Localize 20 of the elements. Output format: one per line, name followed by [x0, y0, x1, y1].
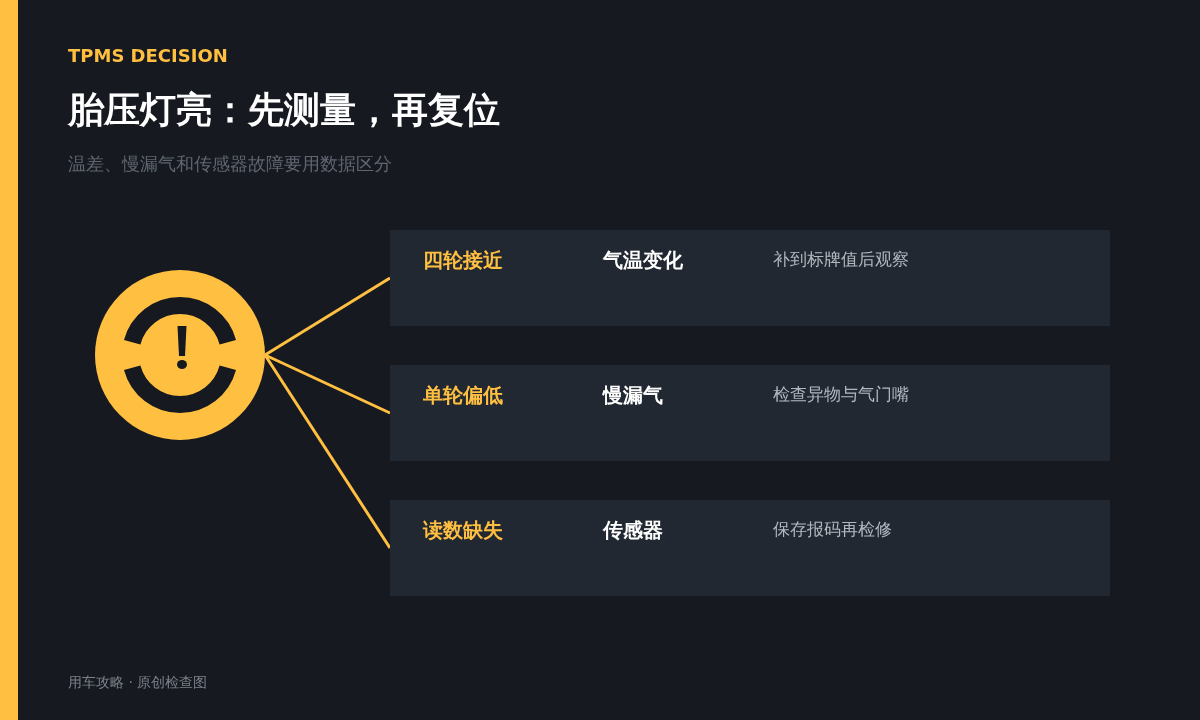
- action-text: 检查异物与气门嘴: [773, 383, 909, 406]
- symptom-label: 读数缺失: [423, 517, 503, 544]
- subtitle-text: 温差、慢漏气和传感器故障要用数据区分: [68, 152, 392, 176]
- cause-label: 气温变化: [603, 247, 683, 274]
- cause-label: 传感器: [603, 517, 663, 544]
- kicker-label: TPMS DECISION: [68, 45, 228, 66]
- action-text: 保存报码再检修: [773, 518, 892, 541]
- cause-label: 慢漏气: [603, 382, 663, 409]
- connector-line: [264, 276, 391, 357]
- footer-note: 用车攻略 · 原创检查图: [68, 674, 208, 692]
- decision-row-panel: [390, 365, 1110, 461]
- symptom-label: 四轮接近: [423, 247, 503, 274]
- connector-line: [263, 354, 392, 549]
- decision-row-panel: [390, 500, 1110, 596]
- decision-row-panel: [390, 230, 1110, 326]
- symptom-label: 单轮偏低: [423, 382, 503, 409]
- page-title: 胎压灯亮：先测量，再复位: [68, 88, 500, 132]
- action-text: 补到标牌值后观察: [773, 248, 909, 271]
- tire-pressure-warning-icon: [95, 270, 265, 440]
- connector-line: [264, 353, 391, 415]
